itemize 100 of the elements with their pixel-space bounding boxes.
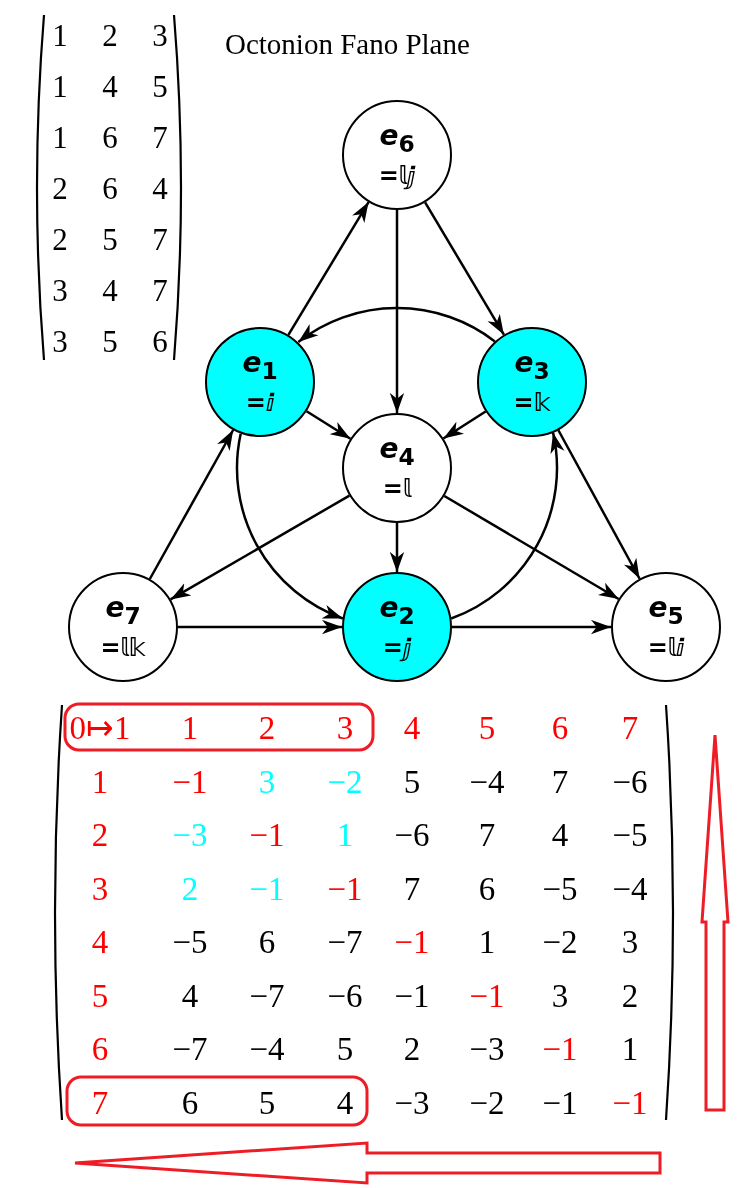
- matrix-entry: 5: [477, 712, 497, 745]
- node-label: e$_{6}$: [379, 120, 415, 157]
- node-label: e$_{3}$: [514, 347, 550, 384]
- matrix-entry: 1: [51, 20, 69, 51]
- matrix-entry: 7: [550, 765, 570, 799]
- node-value: =𝕝𝕜: [100, 634, 146, 662]
- matrix-entry: 5: [402, 765, 422, 799]
- matrix-entry: 3: [51, 275, 69, 306]
- matrix-entry: −4: [468, 765, 506, 799]
- matrix-entry: −5: [541, 872, 579, 906]
- matrix-entry: −1: [541, 1086, 579, 1120]
- matrix-entry: 1: [335, 819, 355, 852]
- arrow: [442, 410, 487, 440]
- matrix-entry: −1: [611, 1086, 649, 1120]
- matrix-entry: −3: [468, 1033, 506, 1066]
- matrix-entry: −2: [326, 765, 364, 799]
- matrix-entry: 3: [620, 926, 640, 959]
- node-value: =ⅉ: [382, 634, 412, 662]
- matrix-entry: −1: [248, 819, 286, 852]
- matrix-entry: 4: [402, 712, 422, 745]
- matrix-entry: 6: [257, 926, 277, 959]
- matrix-entry: 7: [402, 872, 422, 906]
- matrix-entry: 3: [550, 979, 570, 1013]
- node-label: e$_{2}$: [379, 592, 415, 629]
- matrix-entry: 6: [550, 712, 570, 745]
- matrix-entry: 1: [620, 1033, 640, 1066]
- matrix-entry: 1: [90, 765, 110, 799]
- matrix-entry: −4: [611, 872, 649, 906]
- matrix-entry: 7: [477, 819, 497, 852]
- node-label: e$_{4}$: [379, 433, 415, 470]
- arrow: [557, 429, 641, 580]
- matrix-entry: −2: [468, 1086, 506, 1120]
- node-value: =𝕝ⅉ: [378, 162, 416, 190]
- matrix-entry: 2: [51, 224, 69, 255]
- matrix-entry: 1: [180, 712, 200, 745]
- matrix-entry: 2: [90, 819, 110, 852]
- matrix-entry: −1: [248, 872, 286, 906]
- matrix-entry: 6: [101, 173, 119, 204]
- matrix-entry: 6: [151, 326, 169, 357]
- matrix-entry: −5: [611, 819, 649, 852]
- arrow: [178, 619, 342, 635]
- matrix-entry: −4: [248, 1033, 286, 1066]
- matrix-entry: 4: [180, 979, 200, 1013]
- node-label: e$_{5}$: [648, 592, 684, 629]
- matrix-entry: −7: [326, 926, 364, 959]
- matrix-entry: 6: [101, 122, 119, 153]
- matrix-entry: −1: [468, 979, 506, 1013]
- matrix-entry: 5: [151, 71, 169, 102]
- matrix-entry: −1: [393, 926, 431, 959]
- arrow: [169, 494, 351, 601]
- arrow: [424, 201, 505, 336]
- matrix-entry: 7: [151, 122, 169, 153]
- arrow: [443, 494, 620, 601]
- matrix-entry: 6: [180, 1086, 200, 1120]
- matrix-entry: 4: [550, 819, 570, 852]
- arrow: [389, 210, 405, 413]
- matrix-entry: 2: [180, 872, 200, 906]
- arrow: [389, 523, 405, 572]
- matrix-entry: 5: [101, 326, 119, 357]
- matrix-entry: 3: [51, 326, 69, 357]
- arrow: [297, 307, 496, 344]
- matrix-entry: 1: [51, 122, 69, 153]
- matrix-entry: 2: [257, 712, 277, 745]
- matrix-entry: 3: [90, 872, 110, 906]
- matrix-entry: 2: [51, 173, 69, 204]
- matrix-entry: 6: [90, 1033, 110, 1066]
- node-value: =𝕝: [382, 475, 412, 503]
- arrow: [287, 201, 370, 336]
- node-value: =ⅈ: [245, 389, 275, 417]
- matrix-entry: −1: [541, 1033, 579, 1066]
- matrix-entry: 5: [335, 1033, 355, 1066]
- node-value: =𝕝ⅈ: [647, 634, 685, 662]
- diagram-title: Octonion Fano Plane: [225, 28, 470, 61]
- matrix-entry: 1: [477, 926, 497, 959]
- matrix-entry: −2: [541, 926, 579, 959]
- matrix-entry: 4: [101, 275, 119, 306]
- matrix-entry: 7: [90, 1086, 110, 1120]
- matrix-entry: −5: [171, 926, 209, 959]
- matrix-entry: −1: [171, 765, 209, 799]
- matrix-entry: −7: [248, 979, 286, 1013]
- matrix-entry: 1: [51, 71, 69, 102]
- matrix-entry: 0↦1: [68, 712, 132, 745]
- matrix-entry: 2: [402, 1033, 422, 1066]
- matrix-entry: 7: [151, 275, 169, 306]
- matrix-entry: 3: [257, 765, 277, 799]
- matrix-entry: −1: [326, 872, 364, 906]
- matrix-entry: −3: [171, 819, 209, 852]
- arrow: [305, 410, 352, 440]
- arrow: [235, 433, 344, 620]
- matrix-entry: −7: [171, 1033, 209, 1066]
- node-label: e$_{7}$: [105, 592, 141, 629]
- matrix-entry: 5: [101, 224, 119, 255]
- arrow: [450, 432, 564, 620]
- matrix-entry: 7: [151, 224, 169, 255]
- matrix-entry: −6: [611, 765, 649, 799]
- matrix-entry: 4: [101, 71, 119, 102]
- matrix-entry: −6: [393, 819, 431, 852]
- node-label: e$_{1}$: [242, 347, 278, 384]
- matrix-entry: 6: [477, 872, 497, 906]
- matrix-entry: −6: [326, 979, 364, 1013]
